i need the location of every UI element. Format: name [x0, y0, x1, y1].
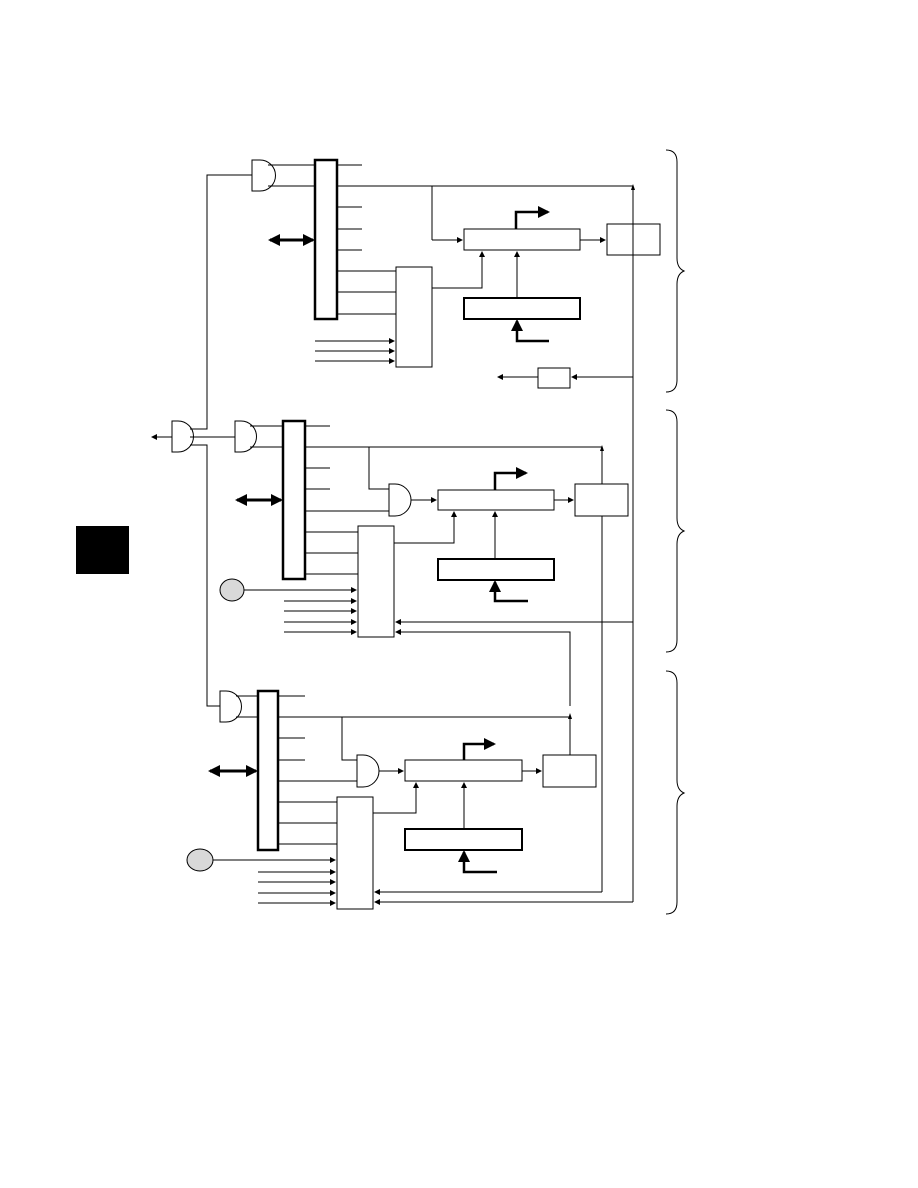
stage-3 — [186, 689, 633, 910]
stage-3-register — [256, 689, 280, 852]
stage-1 — [251, 158, 661, 389]
stage-3-input-bubble — [186, 848, 214, 872]
stage-2-input-bubble — [219, 578, 245, 602]
stage-3-preset-register — [404, 828, 523, 851]
stage-2-register — [281, 419, 307, 581]
stage-3-counter — [404, 759, 523, 782]
stage-1-register — [313, 158, 339, 321]
stage-1-logic-block — [395, 266, 433, 368]
brace-3 — [665, 670, 686, 915]
stage-1-preset-register — [463, 297, 581, 320]
stage-3-and-gate — [219, 690, 242, 723]
stage-3-logic-block — [336, 796, 374, 910]
stage-2-logic-block — [357, 525, 395, 638]
brace-2 — [665, 409, 686, 653]
stage-2-output-box — [574, 483, 629, 517]
stage-3-gate — [356, 754, 380, 788]
stage-1-counter — [463, 228, 581, 251]
stage-3-output-box — [542, 754, 597, 788]
stage-1-small-output-box — [537, 367, 571, 389]
stage-1-and-gate — [251, 159, 276, 192]
stage-2 — [219, 419, 633, 892]
section-tab-marker — [76, 526, 129, 574]
stage-2-gate — [388, 483, 412, 517]
stage-2-preset-register — [437, 558, 555, 581]
stage-2-counter — [437, 489, 555, 511]
combining-gate — [151, 174, 252, 707]
stage-2-and-gate — [234, 420, 257, 453]
brace-1 — [665, 149, 686, 393]
